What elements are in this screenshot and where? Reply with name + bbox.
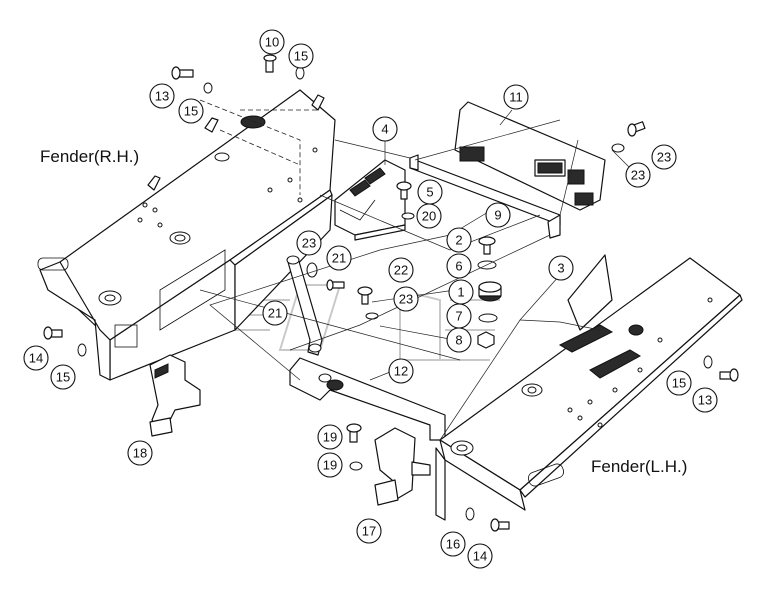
callout-21b: 22 xyxy=(388,257,414,283)
leader-lines xyxy=(199,109,601,441)
callout-17: 18 xyxy=(127,440,153,466)
svg-text:23: 23 xyxy=(657,150,671,165)
callout-15d: 15 xyxy=(666,370,692,396)
svg-text:2: 2 xyxy=(455,233,462,248)
callout-15b: 15 xyxy=(178,98,204,124)
svg-text:19: 19 xyxy=(323,430,337,445)
callout-13a: 13 xyxy=(149,83,175,109)
callout-13b: 13 xyxy=(692,387,718,413)
callout-14a: 14 xyxy=(23,345,49,371)
strut-20-part xyxy=(286,255,323,356)
callout-1: 1 xyxy=(448,279,474,305)
svg-text:7: 7 xyxy=(455,309,462,324)
callout-5: 5 xyxy=(417,179,443,205)
callout-18: 19 xyxy=(317,424,343,450)
svg-text:1: 1 xyxy=(457,285,464,300)
callout-9: 9 xyxy=(485,202,511,228)
bracket-4-part xyxy=(334,159,406,241)
svg-text:4: 4 xyxy=(381,122,388,137)
callout-11: 11 xyxy=(503,84,529,110)
callout-10: 10 xyxy=(259,29,285,55)
svg-text:8: 8 xyxy=(455,333,462,348)
svg-text:15: 15 xyxy=(672,376,686,391)
callout-8: 8 xyxy=(446,327,472,353)
bracket-16-part xyxy=(374,427,431,506)
fender-lh-part xyxy=(435,254,743,521)
callout-15c: 15 xyxy=(50,364,76,390)
callout-19a: 19 xyxy=(317,452,343,478)
svg-text:6: 6 xyxy=(455,259,462,274)
svg-text:13: 13 xyxy=(698,393,712,408)
callout-22: 23 xyxy=(651,144,677,170)
svg-text:23: 23 xyxy=(399,292,413,307)
svg-text:16: 16 xyxy=(446,537,460,552)
svg-text:11: 11 xyxy=(509,90,523,105)
fender-rh-label: Fender(R.H.) xyxy=(40,147,139,166)
svg-text:19: 19 xyxy=(323,458,337,473)
fender-rh-part xyxy=(37,89,336,381)
callout-14b: 14 xyxy=(467,543,493,569)
svg-text:5: 5 xyxy=(426,185,433,200)
svg-text:23: 23 xyxy=(631,168,645,183)
callout-6: 6 xyxy=(446,253,472,279)
callout-21a: 21 xyxy=(326,245,352,271)
svg-text:12: 12 xyxy=(394,364,408,379)
crossmember-12-part xyxy=(289,357,446,441)
svg-text:23: 23 xyxy=(302,236,316,251)
svg-text:13: 13 xyxy=(155,89,169,104)
svg-text:18: 18 xyxy=(133,446,147,461)
svg-text:15: 15 xyxy=(56,370,70,385)
svg-text:20: 20 xyxy=(422,209,436,224)
svg-text:14: 14 xyxy=(29,351,43,366)
callout-3: 3 xyxy=(548,255,574,281)
callout-4: 4 xyxy=(372,116,398,142)
callout-20: 21 xyxy=(262,300,288,326)
svg-text:9: 9 xyxy=(494,208,501,223)
svg-text:15: 15 xyxy=(184,104,198,119)
svg-text:15: 15 xyxy=(294,49,308,64)
bracket-17-part xyxy=(149,354,201,437)
svg-text:17: 17 xyxy=(362,524,376,539)
svg-text:22: 22 xyxy=(394,263,408,278)
callout-16: 17 xyxy=(356,518,382,544)
bar-9-part xyxy=(409,154,561,239)
callout-23b: 23 xyxy=(393,286,419,312)
callout-7: 7 xyxy=(446,303,472,329)
callout-23c: 23 xyxy=(625,162,651,188)
callout-15a: 15 xyxy=(288,43,314,69)
svg-text:21: 21 xyxy=(332,251,346,266)
callout-12: 12 xyxy=(388,358,414,384)
callout-2: 2 xyxy=(446,227,472,253)
svg-text:3: 3 xyxy=(557,261,564,276)
callout-23a: 23 xyxy=(296,230,322,256)
svg-text:10: 10 xyxy=(265,35,279,50)
fender-lh-label: Fender(L.H.) xyxy=(591,457,687,476)
callout-15e: 16 xyxy=(440,531,466,557)
svg-text:21: 21 xyxy=(268,306,282,321)
svg-text:14: 14 xyxy=(473,549,487,564)
callout-19b: 20 xyxy=(416,203,442,229)
